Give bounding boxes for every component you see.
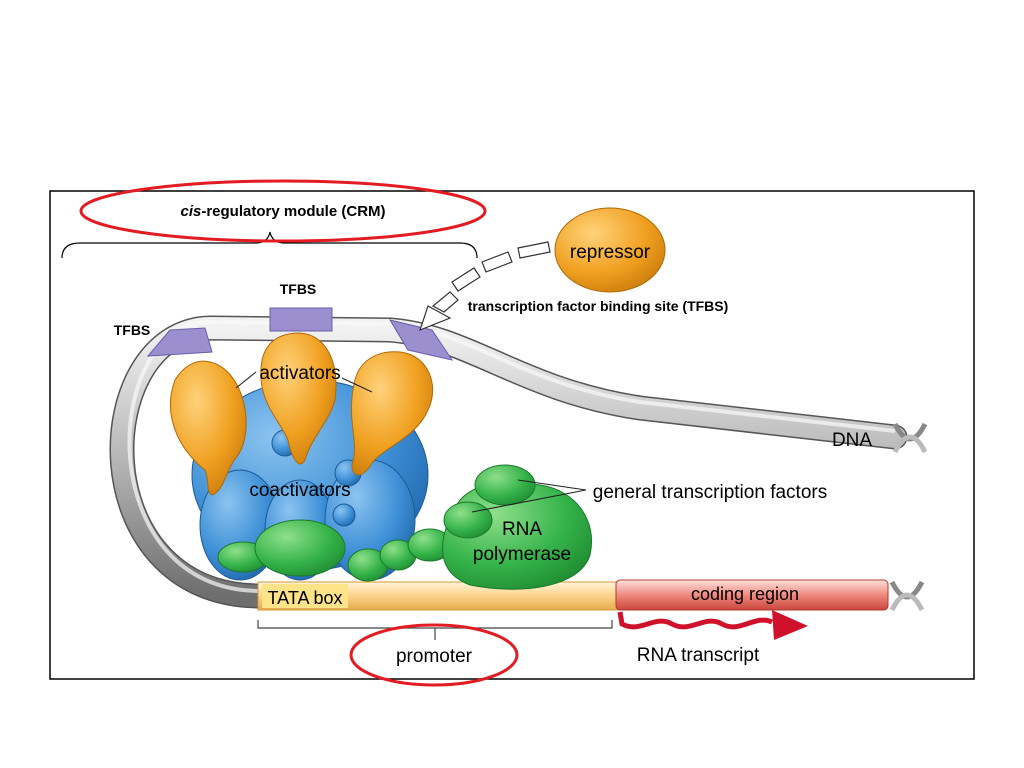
rna-transcript-label: RNA transcript [637,645,760,666]
dna-strand [109,307,928,609]
tfbs-band-top [269,307,333,332]
activator-center [260,332,337,465]
rna-polymerase-label-1: RNA [502,519,542,540]
leader-lines [235,371,587,513]
tata-box-label: TATA box [267,588,342,608]
tata-box-region [262,584,348,608]
activator-right [350,351,434,476]
tfbs-band-left [146,327,213,357]
dna-helix-end-bottom [889,580,925,612]
dna-helix-end-top [892,422,928,454]
tfbs-full-label: transcription factor binding site (TFBS) [468,298,729,314]
promoter-bracket [257,620,613,640]
repressor-label: repressor [570,242,651,263]
crm-label-prefix: cis [180,203,201,220]
promoter-highlight-ellipse [349,623,519,687]
crm-label-rest: -regulatory module (CRM) [201,203,385,220]
rna-polymerase-label-2: polymerase [473,544,571,565]
crm-highlight-ellipse [79,179,487,243]
activator-left [170,360,247,496]
tfbs-band-right [388,319,454,361]
coding-region-label: coding region [691,584,799,604]
promoter-label: promoter [396,646,473,667]
repressor-protein [554,207,666,293]
tfbs-label-top: TFBS [280,281,317,297]
coactivators-label: coactivators [249,480,350,501]
crm-brace [61,231,478,259]
crm-label: cis-regulatory module (CRM) [180,203,385,220]
tfbs-label-left: TFBS [114,322,151,338]
activators-label: activators [259,363,340,384]
repressor-binding-arrow [419,241,551,332]
coding-region-bar [615,579,889,611]
dna-label: DNA [832,430,872,451]
general-transcription-factors [217,519,453,582]
rna-transcript-arrow [617,610,808,640]
general-tf-label: general transcription factors [593,482,827,503]
